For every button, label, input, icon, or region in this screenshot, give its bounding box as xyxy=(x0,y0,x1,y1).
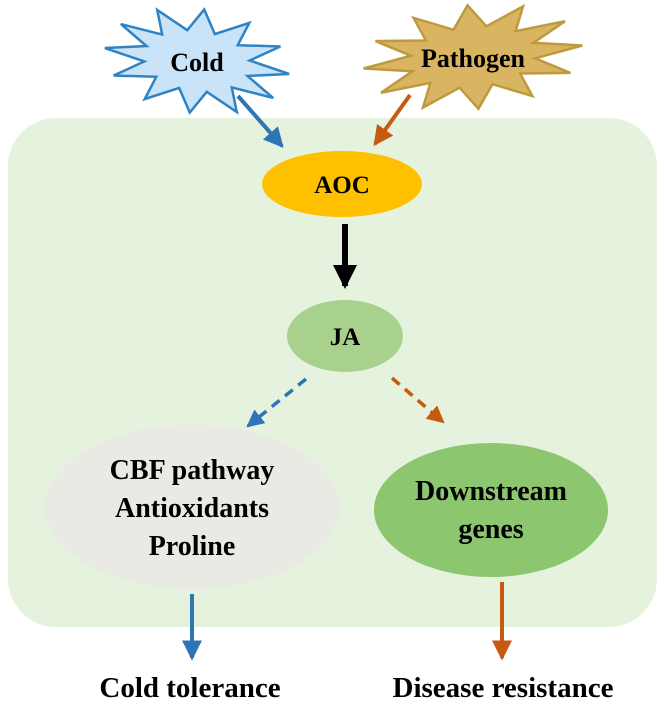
pathogen-starburst xyxy=(358,0,588,120)
disease-resistance-label: Disease resistance xyxy=(393,672,614,704)
cold-tolerance-label: Cold tolerance xyxy=(99,672,280,704)
cbf-line-1: CBF pathway xyxy=(110,455,275,486)
cbf-line-3: Proline xyxy=(149,531,236,562)
arrow-ja-to-downstream xyxy=(390,376,445,424)
cbf-node xyxy=(45,425,339,589)
arrow-ja-to-cbf xyxy=(246,377,308,428)
pathogen-label: Pathogen xyxy=(421,44,526,73)
downstream-line-1: Downstream xyxy=(415,476,567,507)
aoc-label: AOC xyxy=(314,172,370,199)
cold-label: Cold xyxy=(170,48,224,77)
arrow-pathogen-to-aoc xyxy=(373,93,412,147)
aoc-node xyxy=(262,151,422,217)
downstream-line-2: genes xyxy=(458,514,523,545)
cold-starburst xyxy=(98,0,297,125)
cbf-line-2: Antioxidants xyxy=(115,493,269,524)
ja-label: JA xyxy=(330,324,361,351)
arrow-cold-to-aoc xyxy=(236,94,284,148)
downstream-node xyxy=(374,443,608,577)
ja-node xyxy=(287,300,403,372)
